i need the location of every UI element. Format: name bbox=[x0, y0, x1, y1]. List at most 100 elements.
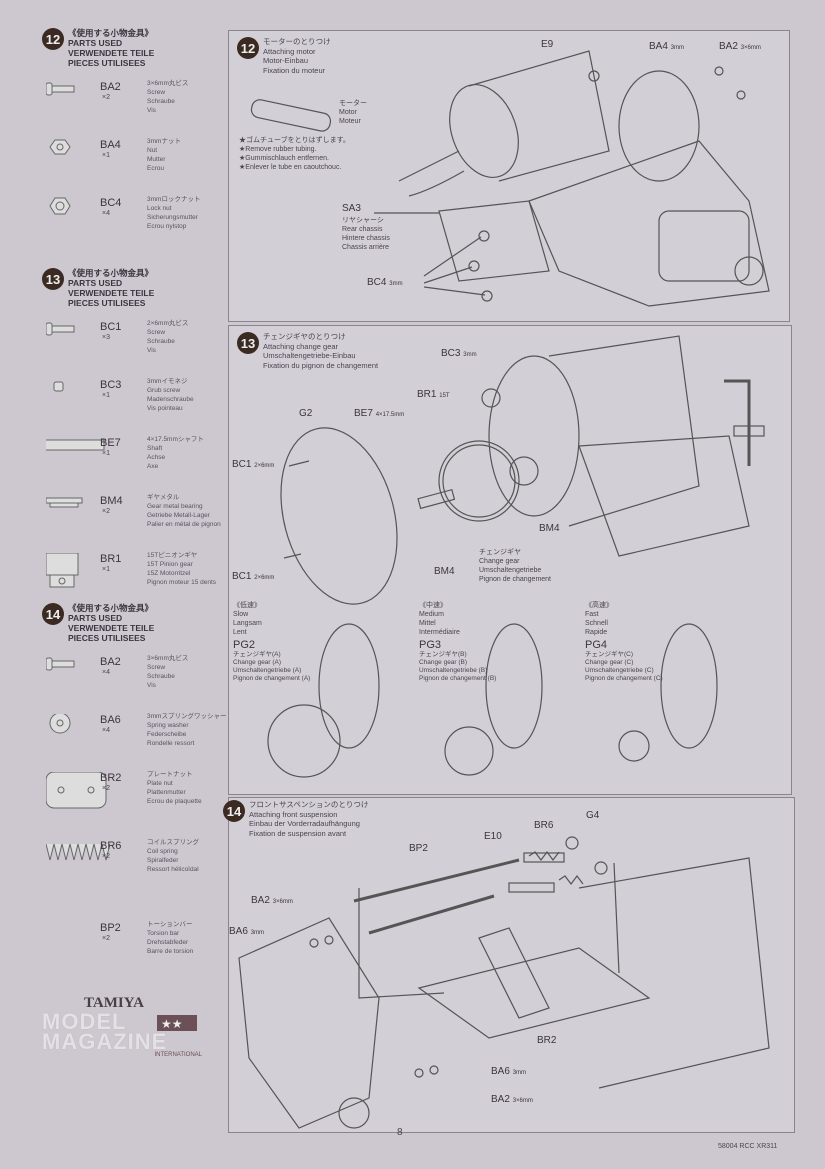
header-de: VERWENDETE TEILE bbox=[68, 288, 155, 298]
bc1-label: BC1 2×6mm bbox=[232, 459, 275, 470]
nut-icon bbox=[49, 139, 71, 155]
title-en: Attaching change gear bbox=[263, 341, 339, 351]
title-fr: Fixation du moteur bbox=[263, 65, 326, 75]
ba4-label: BA4 3mm bbox=[649, 41, 685, 52]
washer-icon bbox=[49, 714, 71, 734]
locknut-icon bbox=[49, 197, 71, 215]
header-de: VERWENDETE TEILE bbox=[68, 48, 155, 58]
header-en: PARTS USED bbox=[68, 278, 123, 288]
gear-description: チェンジギヤ(B)Change gear (B)Umschaltengetrie… bbox=[419, 651, 497, 682]
title-jp: モーターのとりつけ bbox=[263, 37, 331, 46]
title-fr: Fixation du pignon de changement bbox=[263, 360, 379, 370]
header-jp: 《使用する小物金具》 bbox=[68, 603, 154, 613]
front-suspension-diagram bbox=[238, 836, 770, 1129]
grub-icon bbox=[53, 381, 64, 392]
title-en: Attaching motor bbox=[263, 46, 316, 56]
bp2-label: BP2 bbox=[409, 843, 428, 854]
motor-diagram bbox=[250, 50, 770, 307]
magazine-line-2: MAGAZINE bbox=[42, 1029, 168, 1054]
header-en: PARTS USED bbox=[68, 38, 123, 48]
br2-label: BR2 bbox=[537, 1035, 557, 1046]
tamiya-model-magazine-logo: TAMIYA MODEL MAGAZINE INTERNATIONAL ★★ bbox=[42, 995, 202, 1058]
gear-description: チェンジギヤ(A)Change gear (A)Umschaltengetrie… bbox=[233, 651, 311, 682]
g2-label: G2 bbox=[299, 408, 313, 419]
header-en: PARTS USED bbox=[68, 613, 123, 623]
header-de: VERWENDETE TEILE bbox=[68, 623, 155, 633]
change-gear-diagram bbox=[267, 335, 765, 778]
title-de: Einbau der Vorderradaufhängung bbox=[249, 819, 360, 828]
title-de: Motor-Einbau bbox=[263, 56, 309, 65]
step-number: 14 bbox=[42, 603, 64, 625]
tamiya-logo: TAMIYA bbox=[84, 995, 145, 1011]
part-code: BC3 bbox=[100, 379, 122, 391]
bc1-label-2: BC1 2×6mm bbox=[232, 571, 275, 582]
magazine-line-1: MODEL bbox=[42, 1009, 127, 1034]
ba6-label-2: BA6 3mm bbox=[491, 1066, 527, 1077]
g4-label: G4 bbox=[586, 810, 600, 821]
part-code: BA4 bbox=[100, 139, 121, 151]
magazine-line-3: INTERNATIONAL bbox=[154, 1052, 202, 1058]
title-de: Umschaltengetriebe-Einbau bbox=[263, 351, 356, 360]
part-code: BR1 bbox=[100, 553, 122, 565]
title-fr: Fixation de suspension avant bbox=[249, 828, 347, 838]
part-quantity: ×1 bbox=[102, 566, 110, 573]
ba6-label: BA6 3mm bbox=[229, 926, 265, 937]
part-quantity: ×1 bbox=[102, 450, 110, 457]
bearing-icon bbox=[46, 497, 83, 508]
gear-description: チェンジギヤ(C)Change gear (C)Umschaltengetrie… bbox=[585, 651, 663, 682]
bm4-label: BM4 bbox=[539, 523, 560, 534]
e9-label: E9 bbox=[541, 39, 554, 50]
bc4-label: BC4 3mm bbox=[367, 277, 403, 288]
title-jp: チェンジギヤのとりつけ bbox=[263, 332, 346, 341]
part-code: BC4 bbox=[100, 197, 122, 209]
br1-label: BR1 15T bbox=[417, 389, 450, 400]
header-fr: PIECES UTILISEES bbox=[68, 633, 146, 643]
page-number: 8 bbox=[397, 1127, 403, 1138]
pinion-icon bbox=[46, 553, 79, 588]
part-code: BC1 bbox=[100, 321, 122, 333]
part-quantity: ×4 bbox=[102, 210, 110, 217]
sa3-label: SA3 bbox=[342, 203, 361, 214]
spring-icon bbox=[46, 843, 110, 861]
gear-code: PG4 bbox=[585, 639, 608, 651]
screw-icon bbox=[46, 82, 75, 96]
ba2-label: BA2 3×6mm bbox=[251, 895, 293, 906]
part-code: BP2 bbox=[100, 922, 121, 934]
shaft-icon bbox=[46, 439, 105, 451]
header-fr: PIECES UTILISEES bbox=[68, 298, 146, 308]
header-jp: 《使用する小物金具》 bbox=[68, 28, 154, 38]
header-jp: 《使用する小物金具》 bbox=[68, 268, 154, 278]
step-number: 12 bbox=[42, 28, 64, 50]
screw-icon bbox=[46, 657, 75, 671]
part-code: BE7 bbox=[100, 437, 121, 449]
title-en: Attaching front suspension bbox=[249, 809, 338, 819]
part-quantity: ×2 bbox=[102, 785, 110, 792]
br6-label: BR6 bbox=[534, 820, 554, 831]
part-quantity: ×4 bbox=[102, 669, 110, 676]
